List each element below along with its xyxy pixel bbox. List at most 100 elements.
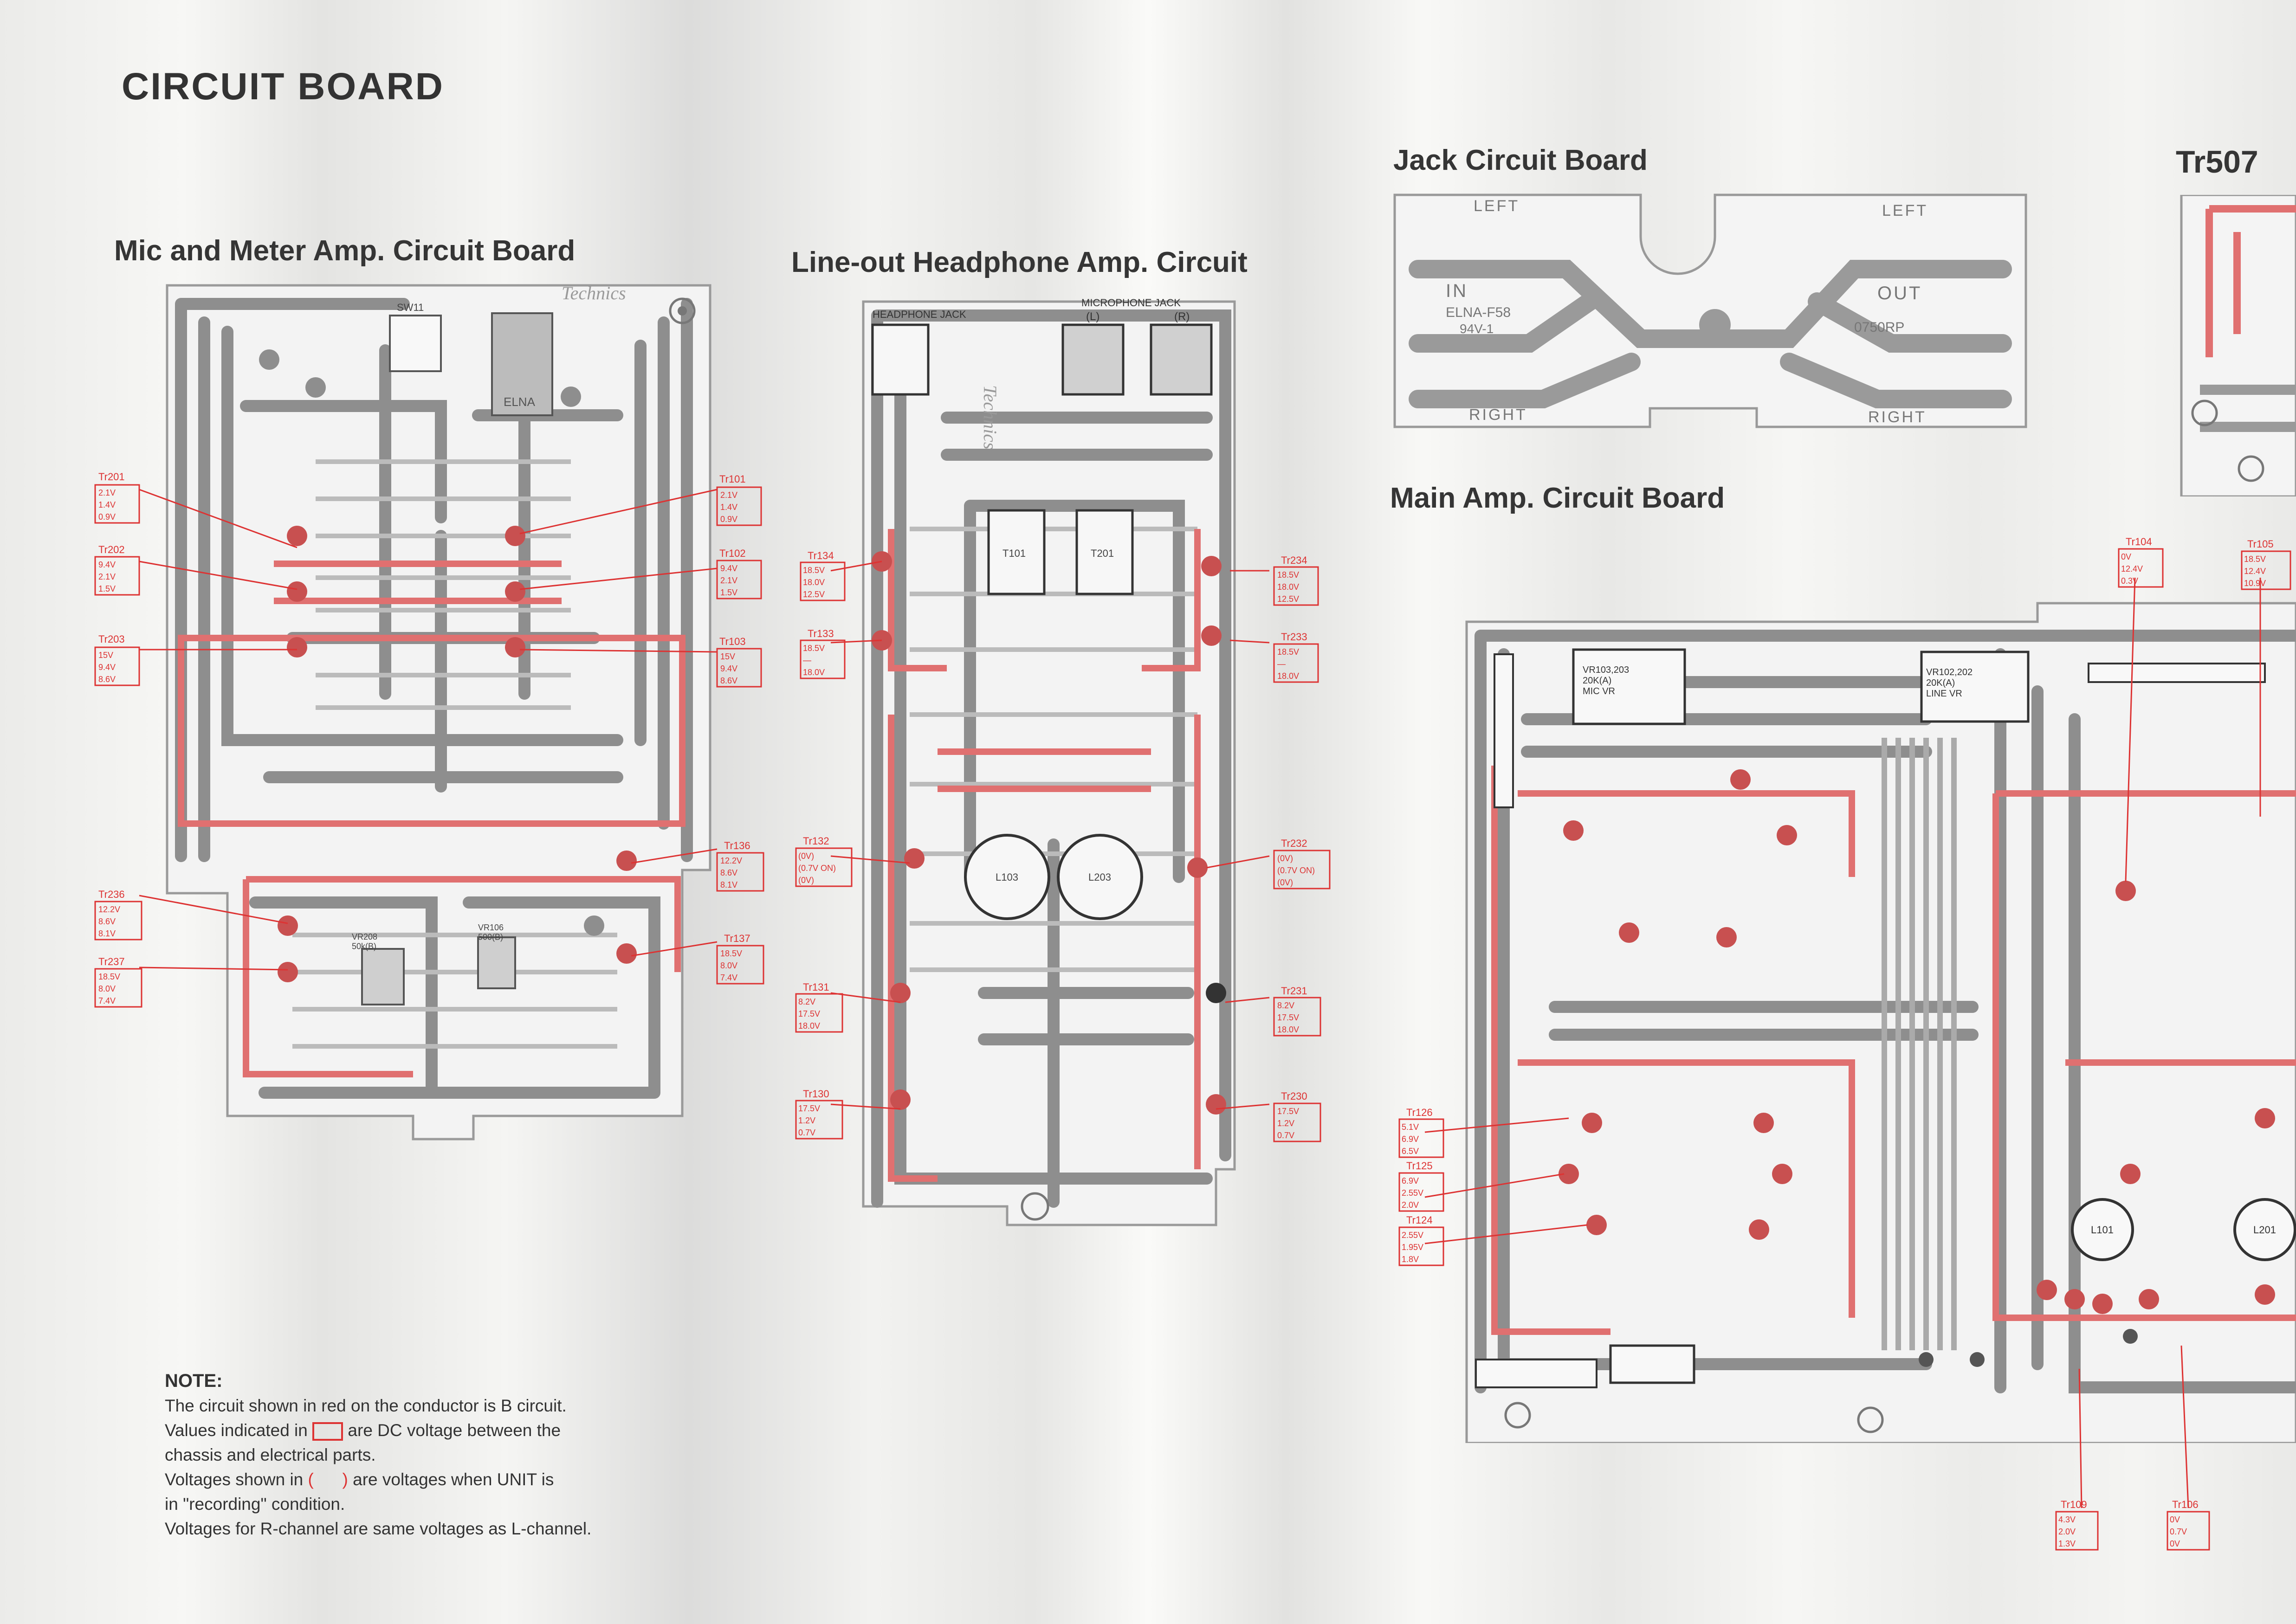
svg-text:1.8V: 1.8V <box>1402 1255 1419 1264</box>
voltage-tr106: Tr106 0V 0.7V 0V <box>2167 1499 2210 1551</box>
voltage-tr203: Tr203 15V 9.4V 8.6V <box>94 633 140 686</box>
svg-text:17.5V: 17.5V <box>798 1009 820 1018</box>
elna-label: ELNA <box>504 395 536 409</box>
svg-text:Tr231: Tr231 <box>1281 985 1307 997</box>
voltage-tr130: Tr130 17.5V 1.2V 0.7V <box>795 1088 843 1140</box>
svg-text:15V: 15V <box>98 651 113 660</box>
jack-left-label-2: LEFT <box>1882 202 1928 219</box>
svg-text:2.55V: 2.55V <box>1402 1188 1423 1198</box>
voltage-tr232: Tr232 (0V) (0.7V ON) (0V) <box>1273 838 1331 889</box>
svg-text:2.1V: 2.1V <box>98 572 116 581</box>
svg-text:2.1V: 2.1V <box>720 576 737 585</box>
svg-text:8.6V: 8.6V <box>98 675 116 684</box>
mic-jack-l: (L) <box>1086 310 1099 323</box>
svg-text:0.7V: 0.7V <box>2170 1527 2187 1536</box>
lineout-board: HEADPHONE JACK MICROPHONE JACK (L) (R) T… <box>862 297 1236 1226</box>
svg-text:8.6V: 8.6V <box>98 917 116 926</box>
page-title: CIRCUIT BOARD <box>122 65 444 108</box>
voltage-tr104: Tr104 0V 12.4V 0.3V <box>2118 536 2164 588</box>
svg-text:12.4V: 12.4V <box>2121 564 2143 574</box>
svg-text:18.5V: 18.5V <box>803 644 825 653</box>
l201-label: L201 <box>2253 1224 2276 1236</box>
svg-text:1.3V: 1.3V <box>2058 1539 2076 1548</box>
svg-text:12.5V: 12.5V <box>1277 594 1299 604</box>
svg-text:Tr230: Tr230 <box>1281 1090 1307 1102</box>
svg-text:8.0V: 8.0V <box>98 984 116 993</box>
svg-text:Tr236: Tr236 <box>98 889 125 900</box>
jack-left-label-1: LEFT <box>1474 197 1520 215</box>
svg-text:(0V): (0V) <box>798 876 814 885</box>
note-line-3: chassis and electrical parts. <box>165 1445 376 1464</box>
svg-text:Tr233: Tr233 <box>1281 631 1307 643</box>
svg-text:18.5V: 18.5V <box>1277 647 1299 657</box>
headphone-jack-label: HEADPHONE JACK <box>873 309 966 320</box>
svg-text:17.5V: 17.5V <box>1277 1013 1299 1022</box>
note-line-1: The circuit shown in red on the conducto… <box>165 1396 567 1415</box>
svg-text:6.9V: 6.9V <box>1402 1176 1419 1186</box>
svg-text:15V: 15V <box>720 652 735 661</box>
svg-text:—: — <box>803 656 811 665</box>
svg-text:18.5V: 18.5V <box>720 949 742 958</box>
voltage-tr237: Tr237 18.5V 8.0V 7.4V <box>94 956 142 1008</box>
paren-icon: ( ) <box>308 1470 348 1489</box>
svg-text:Tr202: Tr202 <box>98 544 125 555</box>
voltage-tr230: Tr230 17.5V 1.2V 0.7V <box>1273 1090 1321 1142</box>
svg-text:Tr234: Tr234 <box>1281 554 1307 566</box>
voltage-tr231: Tr231 8.2V 17.5V 18.0V <box>1273 985 1321 1037</box>
svg-text:Tr137: Tr137 <box>724 933 750 944</box>
svg-text:12.2V: 12.2V <box>720 856 742 865</box>
voltage-tr201: Tr201 2.1V 1.4V 0.9V <box>94 471 140 524</box>
jack-board: LEFT LEFT IN OUT ELNA-F58 94V-1 0750RP R… <box>1393 193 2027 428</box>
svg-text:Tr134: Tr134 <box>808 550 834 561</box>
svg-text:9.4V: 9.4V <box>98 560 116 569</box>
voltage-box-icon <box>312 1422 343 1441</box>
note-title: NOTE: <box>165 1371 223 1391</box>
svg-text:18.5V: 18.5V <box>98 972 120 981</box>
svg-text:Tr125: Tr125 <box>1406 1160 1433 1172</box>
voltage-tr125: Tr125 6.9V 2.55V 2.0V <box>1398 1160 1444 1212</box>
svg-text:Tr102: Tr102 <box>719 548 746 559</box>
svg-text:0.7V: 0.7V <box>798 1128 815 1137</box>
svg-text:Tr124: Tr124 <box>1406 1214 1433 1226</box>
svg-text:0.9V: 0.9V <box>720 515 737 524</box>
svg-text:Tr103: Tr103 <box>719 636 746 647</box>
voltage-tr131: Tr131 8.2V 17.5V 18.0V <box>795 981 843 1033</box>
svg-text:(0.7V ON): (0.7V ON) <box>798 864 836 873</box>
svg-text:(0V): (0V) <box>1277 878 1293 887</box>
jack-grade-label: 94V-1 <box>1460 322 1494 336</box>
voltage-tr133: Tr133 18.5V — 18.0V <box>800 628 846 679</box>
svg-text:1.5V: 1.5V <box>98 584 116 593</box>
svg-text:(0V): (0V) <box>798 851 814 861</box>
svg-text:0.3V: 0.3V <box>2121 576 2138 586</box>
svg-text:18.0V: 18.0V <box>803 668 825 677</box>
voltage-tr136: Tr136 12.2V 8.6V 8.1V <box>716 840 764 892</box>
note-line-5: in "recording" condition. <box>165 1495 345 1514</box>
voltage-tr202: Tr202 9.4V 2.1V 1.5V <box>94 544 140 596</box>
section-title-lineout: Line-out Headphone Amp. Circuit <box>791 246 1248 278</box>
svg-text:18.0V: 18.0V <box>1277 1025 1299 1034</box>
svg-text:2.1V: 2.1V <box>720 490 737 500</box>
lineout-brand: Technics <box>980 385 1001 450</box>
svg-text:6.5V: 6.5V <box>1402 1147 1419 1156</box>
t101-label: T101 <box>1002 548 1026 559</box>
voltage-tr236: Tr236 12.2V 8.6V 8.1V <box>94 889 142 941</box>
voltage-tr101: Tr101 2.1V 1.4V 0.9V <box>716 473 762 526</box>
jack-code-label: 0750RP <box>1854 320 1904 335</box>
svg-text:Tr203: Tr203 <box>98 633 125 645</box>
svg-text:18.0V: 18.0V <box>803 578 825 587</box>
svg-text:18.0V: 18.0V <box>1277 671 1299 681</box>
svg-text:Tr133: Tr133 <box>808 628 834 639</box>
voltage-tr109: Tr109 4.3V 2.0V 1.3V <box>2055 1499 2099 1551</box>
voltage-tr137: Tr137 18.5V 8.0V 7.4V <box>716 933 764 985</box>
svg-text:2.0V: 2.0V <box>1402 1200 1419 1210</box>
note-line-2: Values indicated in are DC voltage betwe… <box>165 1418 722 1443</box>
svg-text:18.5V: 18.5V <box>1277 570 1299 580</box>
svg-text:12.2V: 12.2V <box>98 905 120 914</box>
svg-text:Tr132: Tr132 <box>803 835 829 847</box>
